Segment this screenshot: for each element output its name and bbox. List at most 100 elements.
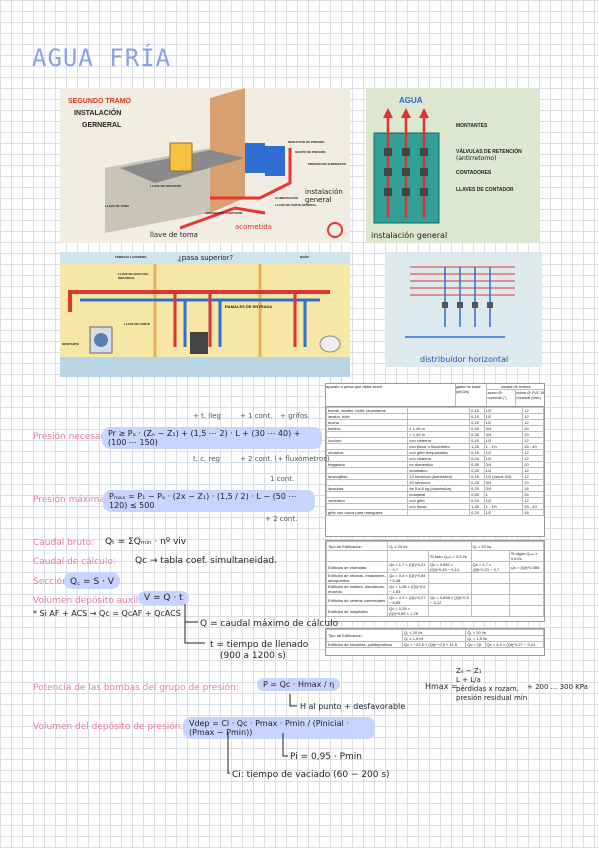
caudal-bruto-formula: Qₜ = ΣQₘᵢₙ · nº viv	[105, 537, 187, 547]
diagram1-label-alimentacion: ALIMENTACIÓN	[275, 196, 298, 200]
volumen-aux-formula: V = Q · t	[138, 591, 189, 605]
diagram-montantes-art	[366, 88, 539, 243]
ci-note: Ci: tiempo de vaciado (60 − 200 s)	[232, 770, 390, 780]
diagram1-heading-1: SEGUNDO TRAMO	[68, 98, 131, 105]
fixture-table-h5: cobre Ø PVC Ø nominal (mm)	[516, 390, 545, 400]
flow-cell	[428, 605, 472, 617]
diagram3-label-corte: LLAVE DE CORTE	[124, 322, 150, 326]
below2: + 2 cont.	[265, 515, 298, 523]
fixture-table-header: aparato o pieza que debe servir gasto de…	[326, 384, 544, 407]
diagram3-label-ramales: RAMALES DE ENTRADA	[225, 304, 273, 309]
diagram2-label-contadores: CONTADORES	[456, 170, 492, 176]
sport-table-grid: Tipo de Edificación Qₜ ≤ 20 l/s Qₜ > 20 …	[325, 629, 545, 648]
presion-maxima-label: Presión máxima:	[33, 495, 108, 505]
hmax-line-3: pérdidas x rozam.	[456, 685, 519, 693]
diagram3-note: ¿pasa superior?	[178, 254, 234, 262]
diagram1-note-llave-toma: llave de toma	[150, 231, 198, 239]
above1-c: + grifos	[280, 412, 308, 420]
diagram1-label-armario: ARMARIO DE CONTADOR	[205, 211, 243, 215]
q-note: Q = caudal máximo de cálculo	[200, 619, 339, 629]
hmax-line-1: Zₙ − Z₁	[456, 667, 482, 675]
diagram2-label-antirretorno: (antirretorno)	[456, 155, 497, 162]
diagram1-label-toma: LLAVE DE TOMA	[105, 204, 130, 208]
pi-note: Pi = 0,95 · Pmin	[290, 752, 363, 762]
diagram-vivienda-art	[60, 252, 350, 377]
diagram2-label-valvulas: VÁLVULAS DE RETENCIÓN	[456, 149, 522, 155]
sport-table: Tipo de Edificación Qₜ ≤ 20 l/s Qₜ > 20 …	[325, 628, 545, 656]
fixture-table-h0: aparato o pieza que debe servir	[326, 384, 456, 406]
volumen-dep-label: Volumen del depósito de presión:	[33, 722, 184, 732]
below1-b: + 2 cont. (+ fluxómetros)	[240, 455, 330, 463]
diagram2-note: instalación general	[371, 231, 448, 240]
diagram1-label-llave-corte: LLAVE DE CORTE GENERAL	[275, 203, 317, 207]
caudal-calculo-label: Caudal de cálculo:	[33, 557, 116, 567]
hmax-line-4: presión residual mín	[456, 694, 528, 702]
diagram1-label-presion: PRESIÓN DE SUMINISTRO	[308, 162, 347, 166]
page-title: AGUA FRÍA	[32, 44, 172, 72]
diagram3-label-terraza: TERRAZA LAVADERO	[115, 255, 147, 259]
diagram2-heading: AGUA	[399, 96, 423, 105]
fixture-table-h2: gasto de base (dm3/s)	[456, 384, 488, 406]
diagram4-note: distribuidor horizontal	[420, 355, 509, 364]
caudal-calculo-formula: Qc → tabla coef. simultaneidad.	[135, 556, 277, 566]
presion-necesaria-formula: Pr ≥ Pₐ · (Zₙ − Z₁) + (1,5 ⋯ 2) · L + (3…	[102, 427, 322, 449]
diagram-distribuidor-art	[385, 252, 542, 367]
hmax-line-2: L + L/a	[456, 676, 481, 684]
diagram1-heading-3: GERNERAL	[82, 122, 122, 129]
diagram3-label-paso: LLAVE DE PASO DEL INDIVIDUAL	[118, 272, 149, 280]
flow-row: Edificios de oficinas, estaciones, aerop…	[325, 572, 545, 584]
below1-a: t. c. reg	[193, 455, 220, 463]
fixture-cell: grifo con rosca para manguera	[325, 509, 409, 516]
fixture-cell: 0,20	[469, 509, 485, 516]
flow-cell	[470, 605, 510, 617]
above1-a: + t. lleg	[193, 412, 221, 420]
fixture-table-h3: caudal de enlace	[487, 384, 545, 390]
potencia-label: Potencia de las bombas del grupo de pres…	[33, 683, 239, 693]
above2: 1 cont.	[270, 475, 295, 483]
si-line: * Si AF + ACS → Qc = QcAF + QcACS	[33, 609, 181, 618]
flow-row: Edificios de hoteles, discotecas, museos…	[325, 583, 545, 595]
fixture-table-h4: acero Ø nominal (")	[487, 390, 517, 406]
diagram3-label-bano: BAÑO	[300, 255, 309, 259]
sport-row-1: Qc = −22,5 × (Qt)^−0,5 + 11,5	[402, 641, 467, 648]
volumen-dep-formula: Vdep = Ci · Qc · Pmax · Pmin / (Pinicial…	[183, 717, 375, 739]
fixture-cell: 1/2	[483, 509, 524, 516]
diagram2-label-montantes: MONTANTES	[456, 123, 488, 129]
diagram1-note-acometida: acometida	[235, 223, 272, 231]
fixture-table: aparato o pieza que debe servir gasto de…	[325, 383, 545, 537]
diagram1-label-reductor: REDUCTOR DE PRESIÓN	[288, 140, 325, 144]
t-note1: t = tiempo de llenado	[210, 640, 309, 650]
diagram1-note-instalacion: instalación general	[305, 188, 343, 204]
seccion-label: Sección:	[33, 577, 71, 587]
diagram1-heading-2: INSTALACIÓN	[74, 110, 122, 117]
diagram-vivienda: TERRAZA LAVADERO BAÑO RAMALES DE ENTRADA…	[60, 252, 350, 377]
diagram1-label-grupo: GRUPO DE PRESIÓN	[295, 150, 326, 154]
hmax-tail: + 200 ... 300 KPa	[527, 683, 588, 691]
volumen-aux-label: Volumen depósito auxiliar:	[33, 596, 153, 606]
diagram-segundo-tramo-art	[60, 88, 350, 243]
diagram-segundo-tramo: SEGUNDO TRAMO INSTALACIÓN GERNERAL REDUC…	[60, 88, 350, 243]
potencia-note: H al punto + desfavorable	[300, 702, 406, 711]
caudal-bruto-label: Caudal bruto:	[33, 538, 95, 548]
potencia-formula: P = Qc · Hmax / η	[257, 678, 341, 691]
diagram-montantes: AGUA MONTANTES VÁLVULAS DE RETENCIÓN (an…	[366, 88, 539, 243]
presion-maxima-formula: Pₘₐₓ = P₁ − Pₐ · (2x − Z₁) · (1,5 / 2) ·…	[103, 490, 315, 512]
diagram-distribuidor: distribuidor horizontal	[385, 252, 542, 367]
hmax-label: Hmax =	[425, 682, 458, 691]
above1-b: + 1 cont.	[240, 412, 273, 420]
flow-cell	[508, 605, 545, 617]
diagram2-label-llaves: LLAVES DE CONTADOR	[456, 187, 514, 193]
seccion-formula: Q꜀ = S · V	[64, 572, 120, 589]
flow-cell: Edificios de hospitales	[325, 605, 389, 617]
flow-table-grid: Tipo de Edificación Qₜ ≤ 20 l/s Qₜ > 20 …	[325, 541, 545, 617]
diagram1-label-registro: LLAVE DE REGISTRO	[150, 184, 182, 188]
fixture-cell: 16	[522, 509, 544, 516]
presion-necesaria-label: Presión necesaria:	[33, 432, 116, 442]
